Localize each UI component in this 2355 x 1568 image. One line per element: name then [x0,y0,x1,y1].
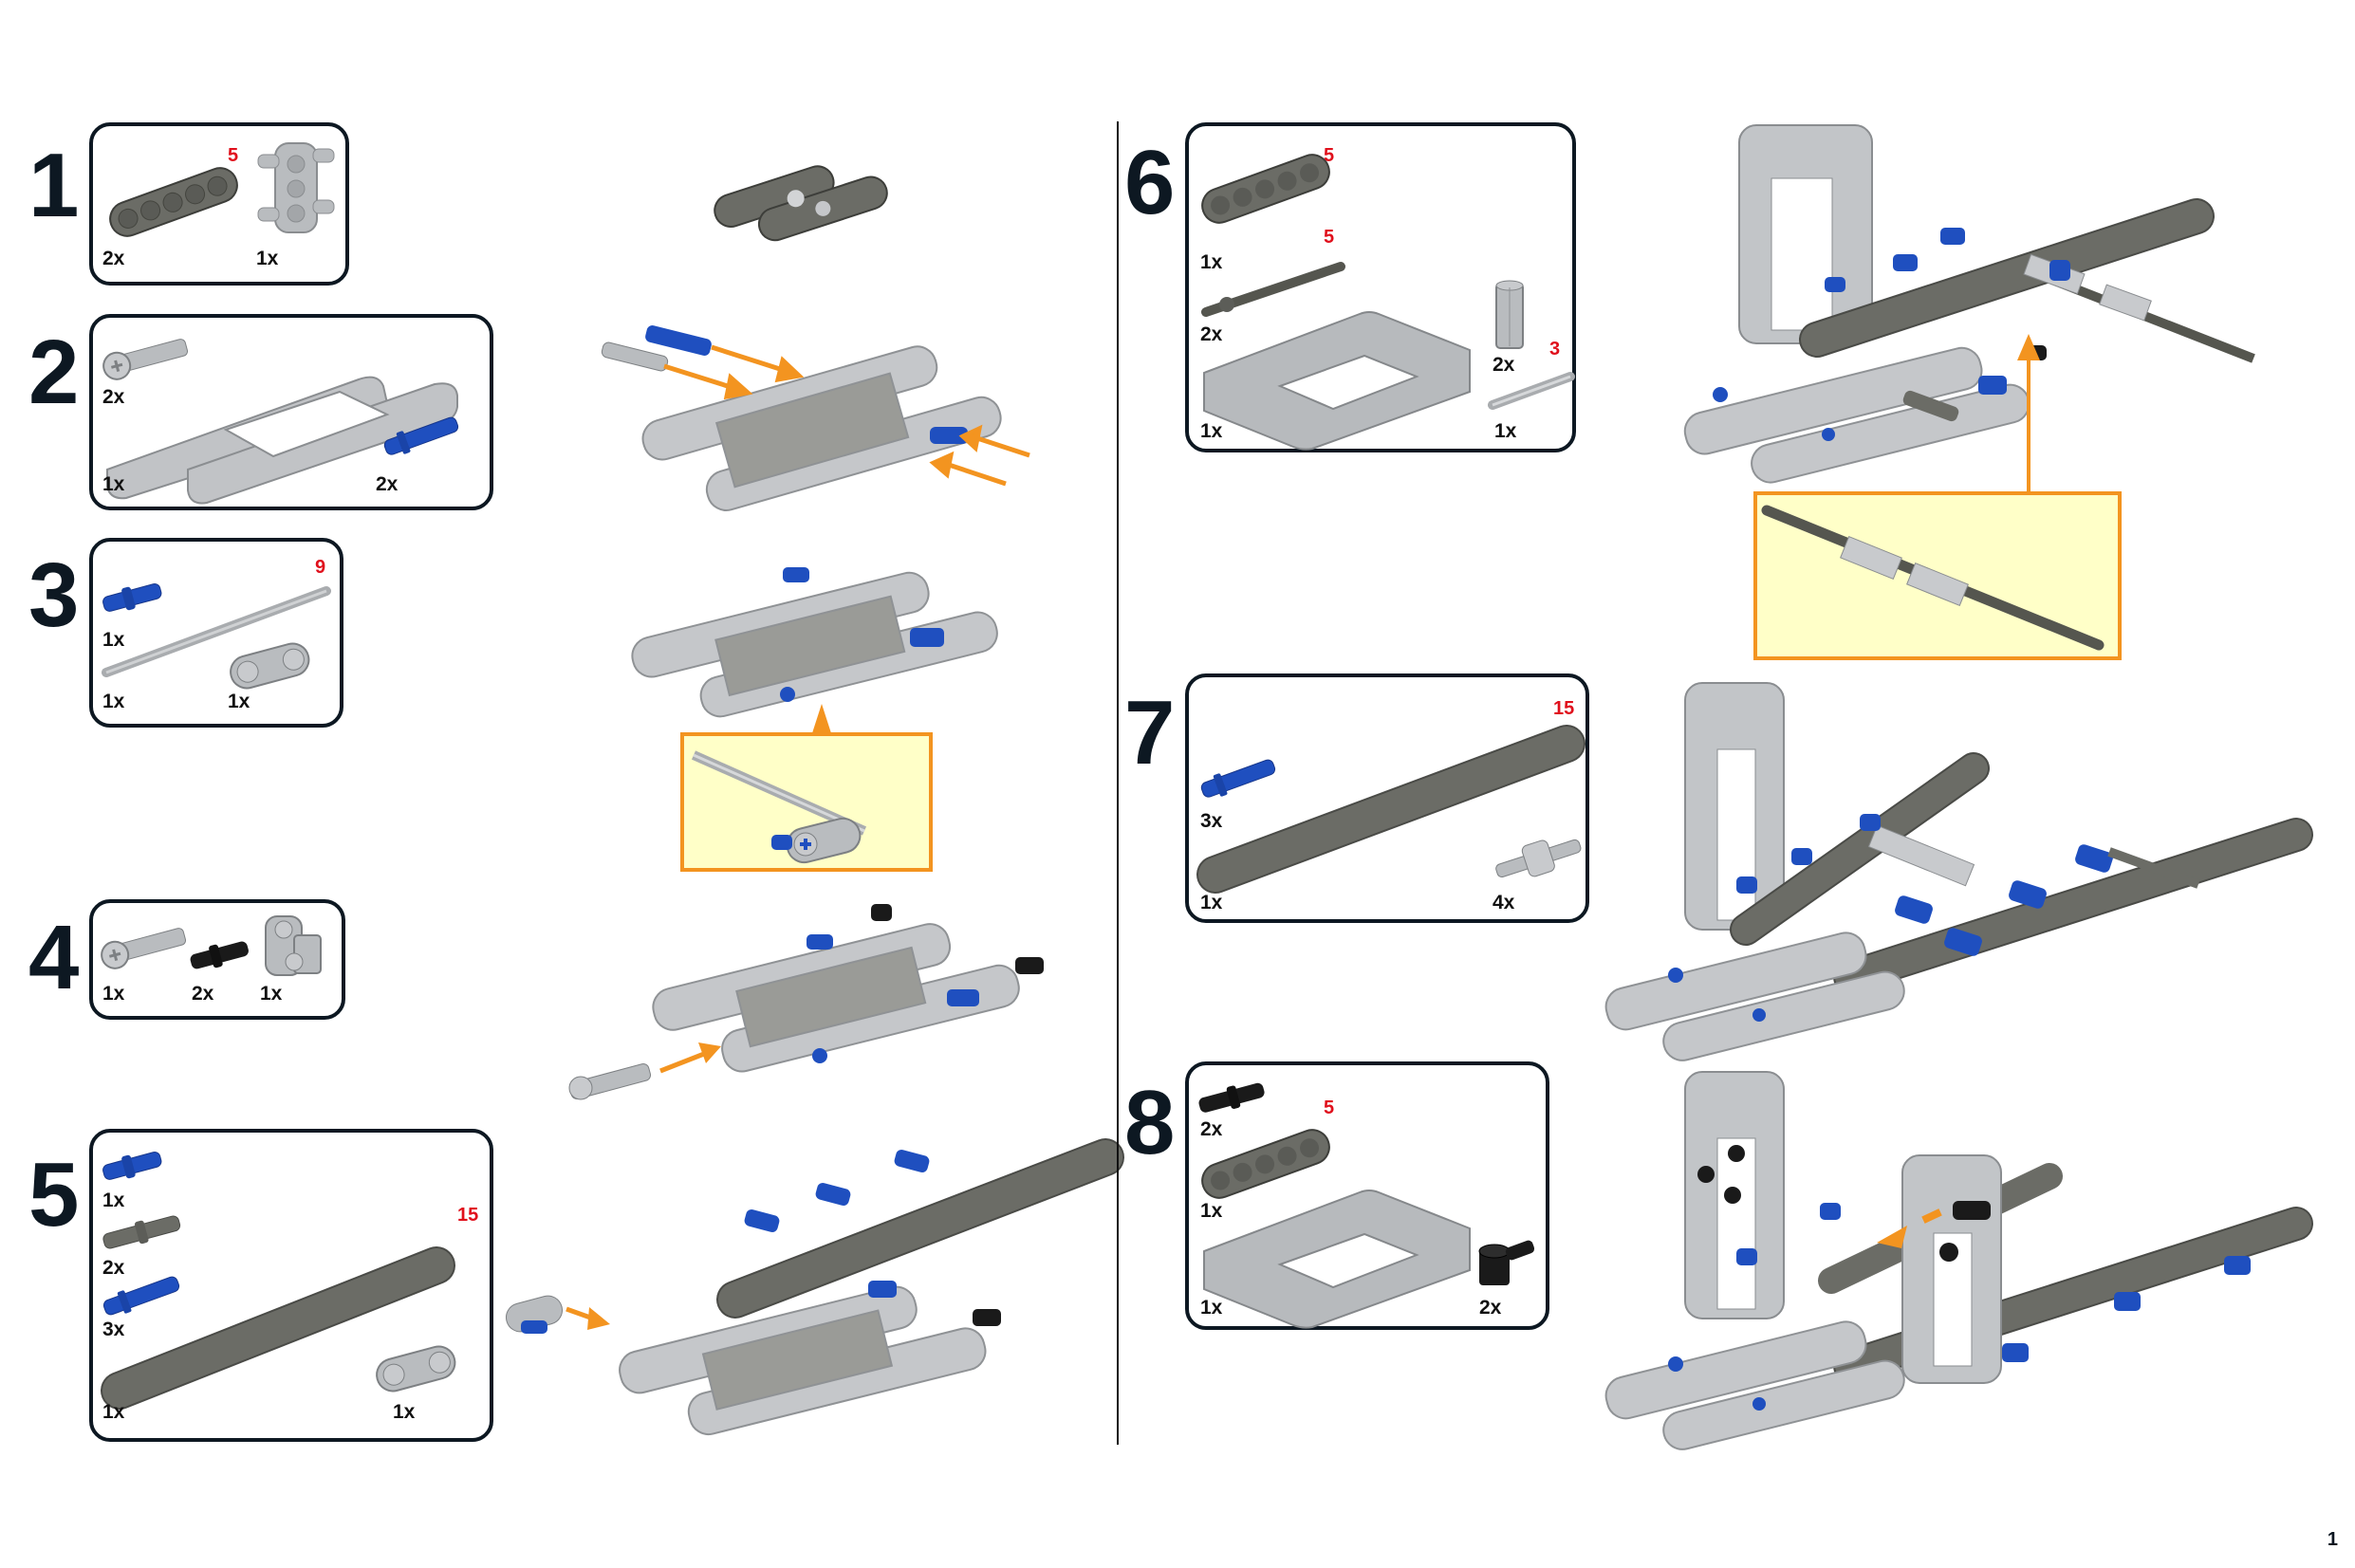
part-quantity: 2x [1479,1297,1502,1319]
part-quantity: 2x [1493,354,1515,376]
part-quantity: 3x [102,1319,125,1340]
part-length: 15 [1553,698,1575,719]
assembly-diagram-step-1 [714,165,888,242]
part-quantity: 1x [102,629,125,651]
part-quantity: 1x [1200,892,1223,913]
cross-block-icon [376,1345,456,1393]
axle-with-stop-icon [1201,262,1345,317]
cross-block-icon [230,642,310,690]
part-quantity: 1x [102,473,125,495]
liftarm-5-icon [1201,1129,1330,1199]
parts-list-step-5: 1x 2x 3x 15 1x 1x [89,1129,493,1442]
axle-with-cross-block-icon [691,750,867,864]
liftarm-15-icon [101,1246,455,1410]
liftarm-15-icon [1196,725,1585,894]
part-length: 15 [457,1205,479,1226]
part-quantity: 1x [1200,1200,1223,1222]
part-quantity: 3x [1200,810,1223,832]
assembly-diagram-step-3 [631,567,998,718]
parts-list-step-7: 3x 15 1x 4x [1185,673,1589,923]
callout-pointer [811,704,832,736]
cross-block-2x1-icon [265,915,322,976]
assembly-diagram-step-2 [601,325,1030,511]
part-quantity: 1x [102,1190,125,1211]
liftarm-5-icon [109,167,238,237]
pin-blue-icon [102,1152,162,1180]
axle-9-icon [102,586,331,677]
page-divider [1117,121,1119,1445]
step-number-8: 8 [1124,1072,1176,1173]
part-quantity: 2x [102,386,125,408]
assembly-diagram-step-7 [1604,682,2313,1061]
pin-black-icon [1198,1082,1265,1113]
assembly-diagram-step-6 [1683,124,2255,484]
part-quantity: 1x [228,691,250,712]
part-length: 9 [315,557,326,578]
axle-pin-connector-icon [1495,839,1582,878]
part-quantity: 2x [102,248,125,269]
axle-3-icon [1488,372,1575,410]
parts-list-step-1: 5 2x 1x [89,122,349,286]
friction-pin-icon [101,928,187,969]
long-pin-blue-icon [383,416,459,455]
page-number: 1 [2327,1529,2338,1550]
part-quantity: 2x [376,473,399,495]
part-quantity: 1x [1200,420,1223,442]
step-number-1: 1 [28,135,80,236]
long-pin-blue-icon [1200,759,1276,798]
part-quantity: 1x [102,1401,125,1423]
open-frame-5x7-icon [1203,311,1471,451]
parts-list-step-6: 5 1x 5 2x 1x 2x 3 1x [1185,122,1576,452]
liftarm-5-icon [1201,154,1330,224]
callout-pointer-arrowhead [2017,334,2040,360]
part-quantity: 1x [256,248,279,269]
parts-list-step-2: 2x 1x 2x [89,314,493,510]
step-number-2: 2 [28,322,80,423]
part-quantity: 1x [1200,1297,1223,1319]
part-quantity: 2x [1200,1118,1223,1140]
part-quantity: 1x [260,983,283,1005]
step-number-4: 4 [28,907,80,1008]
assembly-diagram-step-5 [506,1138,1124,1436]
part-quantity: 4x [1493,892,1515,913]
callout-step-6-detail [1753,491,2122,660]
step-number-6: 6 [1124,132,1176,233]
part-quantity: 1x [1200,251,1223,273]
part-quantity: 2x [1200,323,1223,345]
part-length: 5 [228,145,239,166]
pin-blue-icon [102,583,162,612]
part-quantity: 2x [102,1257,125,1279]
pin-black-icon [190,941,249,969]
callout-pointer-line [2027,353,2030,493]
open-frame-5x7-icon [1203,1190,1471,1329]
step-number-5: 5 [28,1144,80,1245]
long-pin-blue-icon [102,1276,180,1316]
pin-with-hole-black-icon [1478,1240,1535,1285]
step-number-3: 3 [28,544,80,646]
step-number-7: 7 [1124,682,1176,784]
parts-list-step-3: 1x 9 1x 1x [89,538,343,728]
insert-arrows [663,344,1030,487]
callout-step-3-detail [680,732,933,872]
open-frame-icon [106,376,458,505]
part-length: 5 [1324,227,1335,248]
insert-arrows [1877,1208,1942,1248]
assembly-diagram-step-8 [1604,1071,2313,1450]
friction-pin-icon [102,339,189,380]
parts-list-step-4: 1x 2x 1x [89,899,345,1020]
parts-list-step-8: 2x 5 1x 1x 2x [1185,1061,1549,1330]
extended-axle-assembly-icon [1761,505,2105,651]
part-quantity: 1x [393,1401,416,1423]
part-length: 3 [1549,339,1561,360]
part-quantity: 1x [1494,420,1517,442]
assembly-diagram-step-4 [568,904,1044,1100]
part-quantity: 1x [102,691,125,712]
part-length: 5 [1324,145,1335,166]
axle-connector-icon [1495,280,1524,349]
part-length: 5 [1324,1098,1335,1118]
pin-connector-block-icon [257,142,335,233]
part-quantity: 2x [192,983,214,1005]
pin-dark-gray-icon [102,1215,181,1249]
part-quantity: 1x [102,983,125,1005]
